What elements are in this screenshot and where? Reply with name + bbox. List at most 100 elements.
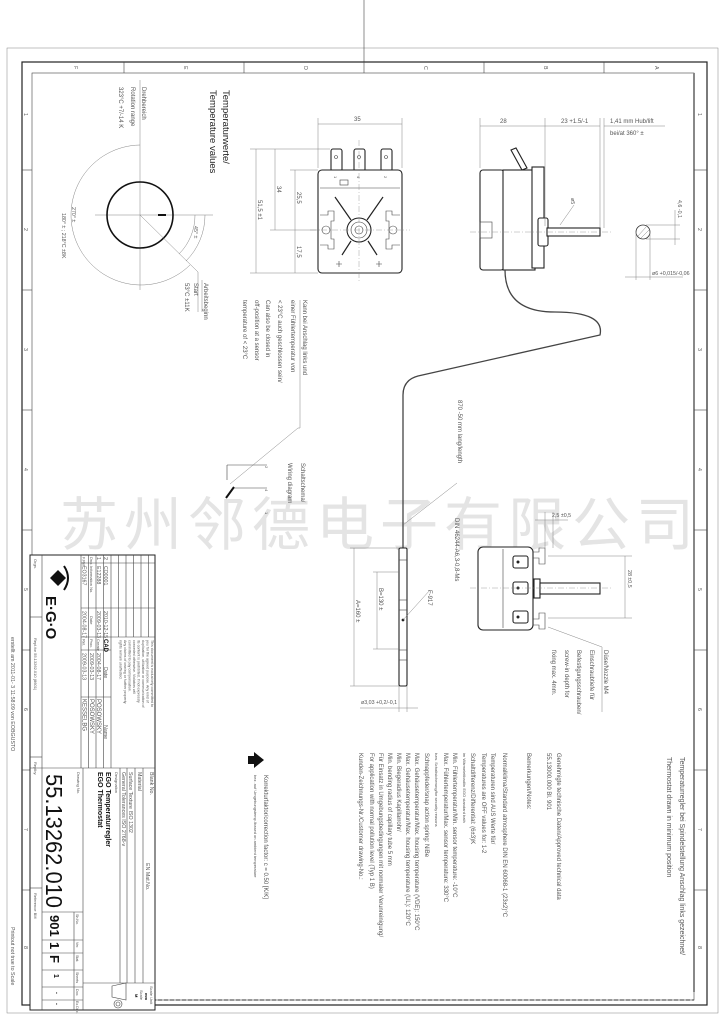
zone-number: 2 (696, 228, 702, 231)
replaces-label: Repl.for 55.13262.010 (8601) (33, 638, 38, 691)
rev-info: EO3167 (81, 566, 87, 585)
terminal-label: 1 (333, 176, 338, 179)
sensor-bulb: 870 -50 mm lang/length DIN 46244-A6,3-0,… (350, 400, 462, 712)
temperature-title-en: Temperature values (207, 90, 218, 174)
cad-date: 2009-03-13 (88, 653, 94, 680)
cad-name: POSOWSKY (88, 699, 94, 734)
cad-label: CAD (102, 639, 108, 653)
sheet-label: Sh.No. (75, 914, 79, 925)
remark-line: Normalklima/Standard atmosphere DIN EN 6… (501, 753, 507, 918)
wiring-title-en: Wiring diagram (286, 463, 292, 503)
dim-b: B=130 ± (377, 588, 383, 611)
remark-line: Min. bending radius of capillary tube 5 … (386, 753, 392, 866)
wiring-note-line: Kann bei Anschlag links und (301, 300, 307, 375)
scale-info: Scale Unit mm Scale M (111, 982, 154, 1009)
blank-no-label: Blank No. (148, 772, 154, 795)
remark-line: Temperatures are OFF values for: 1-2 (480, 753, 486, 854)
sheet-value: 901 (47, 915, 62, 937)
zone-letter: C (422, 66, 428, 70)
cad-date: 2009-03-13 (81, 653, 87, 680)
start-label-en: Start (192, 283, 198, 296)
start-value: 53°C ±11K (183, 283, 189, 312)
remark-line: Min. Fühlertemperatur/Min. sensor temper… (451, 753, 457, 898)
dim-width: 35 (354, 117, 361, 123)
correction-factor: Korrekturfaktor/correction factor: c = 0… (248, 752, 268, 899)
sensor-diameter: ø3,03 +0,2/-0,1 (361, 700, 397, 706)
scale-unit-value: mm (144, 993, 149, 1001)
cad-name: KESSELBG (81, 699, 87, 731)
remark-line: im Wärmeleitbad/in EGO standard bath (462, 753, 467, 823)
remark-line: Schnappfeder/snap action spring: NiBe (423, 753, 429, 858)
zone-number: 2 (22, 228, 28, 231)
wiring-title: Schaltschema/ (299, 463, 305, 503)
sheet-value: 1 (47, 942, 62, 949)
dim-2-5: 2,5 ±0,5 (552, 513, 571, 519)
zone-number: 8 (22, 946, 28, 949)
zone-number: 7 (696, 828, 702, 831)
watermark: 苏州邻德电子有限公司 (60, 493, 700, 558)
zone-letter: D (302, 66, 308, 70)
disclaimer-line: This document is exclusively committed t… (150, 640, 154, 707)
zone-number: 5 (696, 588, 702, 591)
dim-flat: 4,6 -0,1 (676, 200, 682, 218)
remark-line: Schaltdifferenz/Differential: (6±3)K (469, 753, 475, 844)
rotation-range-label-en: Rotation range (129, 87, 135, 127)
angle-270-label: 270° ± (70, 207, 76, 222)
remark-line: bzw. Schaltsicherung/for security reason… (434, 753, 439, 827)
created-stamp: erstellt am 2011-01- 3 11:58:09 von EOBG… (9, 637, 15, 751)
sheet-info: Sh.No. 901 Ver. 1 Stat. F Sheets 1 Doc. … (47, 914, 79, 1014)
logo-text: E·G·O (42, 596, 59, 640)
temperature-dial-diagram: Temperaturwerte/ Temperature values Dreh… (60, 80, 231, 320)
sheet-label: Ver. (75, 942, 79, 948)
temperature-title: Temperaturwerte/ (220, 90, 231, 164)
zone-letter: A (653, 66, 659, 70)
ego-logo: E·G·O (42, 565, 69, 640)
dim-23: 23 +1.5/-1 (561, 119, 589, 125)
sheet-label: Sheets (75, 972, 79, 983)
cad-name: POSOWSKY (95, 699, 101, 734)
remarks-title: Bemerkungen/Notes: (525, 753, 531, 810)
sheet-value: . (54, 1003, 61, 1005)
surface-texture: Surface Texture ISO 1302 (127, 772, 133, 833)
angle-180-label: 180° ± ; 218°C ±8K (60, 213, 66, 259)
f-reference: F-917 (426, 590, 432, 606)
nozzle-line: screw-in depth for (563, 650, 569, 698)
zone-number: 8 (696, 946, 702, 949)
disclaimer: This document is exclusively committed t… (119, 640, 155, 708)
zone-number: 6 (22, 708, 28, 711)
zone-letter: B (542, 66, 548, 70)
wiring-note-line: Can also be closed in (264, 300, 270, 357)
terminal-label: 2 (383, 176, 388, 179)
disclaimer-line: committed to pay compensation. (128, 640, 132, 692)
sheet-label: Stat. (75, 955, 79, 962)
remark-line: Max. Gehäusetemperatur/Max. housing temp… (413, 753, 419, 931)
sheet-value: . (54, 992, 61, 994)
cad-name: Name (102, 725, 108, 739)
approved-ref: 55.13000.000 Bl. 901 (545, 753, 551, 811)
rev-no: 2 (102, 557, 108, 560)
cad-label: Rel. (82, 639, 87, 646)
nozzle-label: Düse/Nozzle M4 (602, 650, 608, 695)
lift-label: 1,41 mm Hub/lift (610, 119, 654, 125)
approved-data: Genehmigte technische Daten/Approved tec… (545, 753, 561, 900)
orientation-note: Temperaturregler bei Spindelstellung Ans… (665, 757, 685, 955)
remark-line: Max. Fühlertemperatur/Max. sensor temper… (442, 753, 448, 903)
start-label: Arbeitsbeginn (202, 283, 208, 320)
rev-date: 2010-12-15 (102, 611, 108, 638)
dim-a: A=160 ± (354, 600, 360, 623)
sheet-value: F (47, 955, 62, 963)
disclaimer-line: you for the agreed purpose. Any kind of (146, 640, 150, 703)
wiring-note-line: < 23°C auch geschlossen sein/ (276, 300, 282, 383)
terminal-label: 4 (356, 176, 361, 179)
correction-line: Korrekturfaktor/correction factor: c = 0… (262, 775, 268, 899)
dim-shaft-dia: ø6 +0,015/-0,06 (652, 271, 690, 277)
dim-28-connector: 28 ±0,5 (626, 570, 632, 588)
en-mat-no-label: EN Mat.No. (144, 863, 150, 890)
rev-date: Date (89, 616, 94, 625)
thermostat-connector-view: 2,5 ±0,5 28 ±0,5 (470, 512, 632, 712)
correction-line: bez. auf Umgebungstemp./based on ambient… (253, 775, 258, 878)
remark-line: Kunden-Zeichnungs-Nr./Customer drawing-N… (357, 753, 363, 880)
dim-25-5: 25,5 (295, 192, 301, 204)
wiring-note-line: off-position at a sensor (253, 300, 259, 361)
drawing-number: 55.13262.010 (41, 774, 67, 908)
